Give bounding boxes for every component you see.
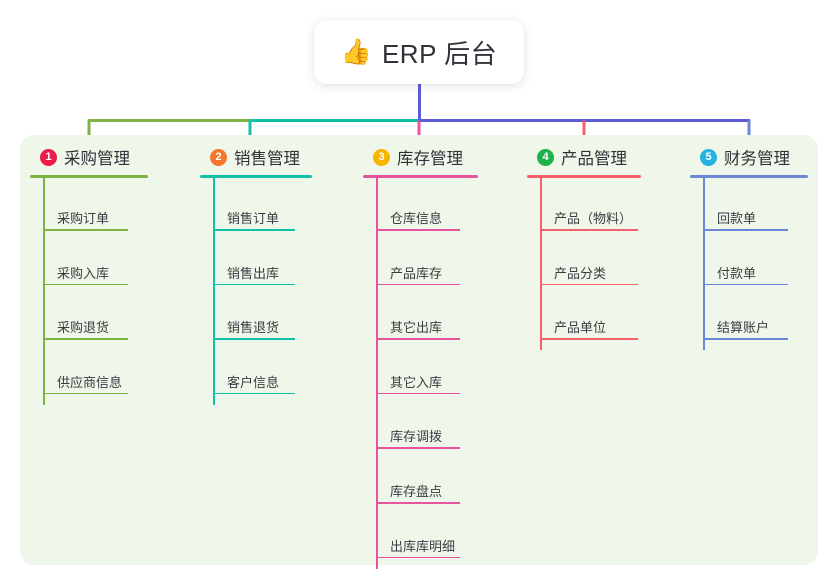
leaf-label: 销售退货 <box>227 320 280 336</box>
column-header-1[interactable]: 1 采购管理 <box>40 145 130 169</box>
leaf-underline <box>376 283 460 286</box>
column-rule <box>690 175 808 178</box>
leaf-label: 其它入库 <box>390 374 443 390</box>
leaf-label: 采购退货 <box>57 320 110 336</box>
column-header-3[interactable]: 3 库存管理 <box>373 145 463 169</box>
column-header-2[interactable]: 2 销售管理 <box>210 145 300 169</box>
leaf-underline <box>43 392 128 395</box>
leaf-underline <box>540 338 638 340</box>
leaf-underline <box>213 229 295 231</box>
leaf-label: 仓库信息 <box>390 211 443 226</box>
column-number-badge: 3 <box>373 148 390 166</box>
column-rule <box>200 175 312 178</box>
leaf-label: 库存盘点 <box>390 484 443 499</box>
leaf-label: 采购订单 <box>57 211 110 226</box>
mindmap-panel: 1 采购管理采购订单采购入库采购退货供应商信息 2 销售管理销售订单销售出库销售退货客… <box>20 135 818 569</box>
root-node[interactable]: 👍 ERP 后台 <box>314 20 524 84</box>
leaf-label: 其它出库 <box>390 320 443 336</box>
leaf-underline <box>43 283 128 286</box>
column-trunk <box>376 177 378 569</box>
leaf-label: 结算账户 <box>717 320 770 336</box>
leaf-underline <box>213 283 295 286</box>
leaf-label: 产品库存 <box>390 265 443 281</box>
column-trunk <box>540 177 542 351</box>
column-title: 采购管理 <box>64 150 130 168</box>
leaf-label: 产品（物料） <box>554 211 633 226</box>
leaf-underline <box>376 338 460 340</box>
leaf-underline <box>376 229 460 231</box>
root-node-content: 👍 ERP 后台 <box>341 34 497 71</box>
leaf-label: 采购入库 <box>57 265 110 281</box>
column-rule <box>527 175 641 178</box>
leaf-underline <box>213 338 295 340</box>
leaf-label: 回款单 <box>717 211 757 226</box>
leaf-label: 产品分类 <box>554 265 607 281</box>
column-number-badge: 4 <box>537 148 554 166</box>
leaf-underline <box>376 447 460 449</box>
leaf-underline <box>43 229 128 231</box>
leaf-underline <box>540 283 638 286</box>
column-title: 销售管理 <box>234 150 300 168</box>
column-rule <box>30 175 148 178</box>
leaf-label: 客户信息 <box>227 374 280 390</box>
column-title: 财务管理 <box>724 150 790 168</box>
column-number-badge: 1 <box>40 148 57 166</box>
leaf-label: 库存调拨 <box>390 429 443 445</box>
leaf-label: 产品单位 <box>554 320 607 336</box>
leaf-underline <box>376 556 460 559</box>
column-number-badge: 2 <box>210 148 227 166</box>
leaf-underline <box>43 338 128 340</box>
root-node-title: ERP 后台 <box>381 38 498 69</box>
column-number-badge: 5 <box>700 148 717 166</box>
column-rule <box>363 175 478 178</box>
column-header-5[interactable]: 5 财务管理 <box>700 145 790 169</box>
leaf-label: 出库库明细 <box>390 538 456 554</box>
leaf-underline <box>213 392 295 395</box>
leaf-underline <box>376 502 460 504</box>
column-title: 库存管理 <box>397 150 463 168</box>
thumbs-up-icon: 👍 <box>340 37 372 66</box>
leaf-label: 销售订单 <box>227 211 280 226</box>
column-title: 产品管理 <box>561 150 627 168</box>
column-trunk <box>43 177 45 405</box>
leaf-underline <box>540 229 638 231</box>
column-trunk <box>213 177 215 405</box>
leaf-underline <box>376 392 460 395</box>
column-header-4[interactable]: 4 产品管理 <box>537 145 627 169</box>
leaf-underline <box>703 338 788 340</box>
column-trunk <box>703 177 705 351</box>
leaf-label: 付款单 <box>717 265 757 281</box>
leaf-underline <box>703 229 788 231</box>
leaf-label: 销售出库 <box>227 265 280 281</box>
leaf-underline <box>703 283 788 286</box>
leaf-label: 供应商信息 <box>57 374 123 390</box>
